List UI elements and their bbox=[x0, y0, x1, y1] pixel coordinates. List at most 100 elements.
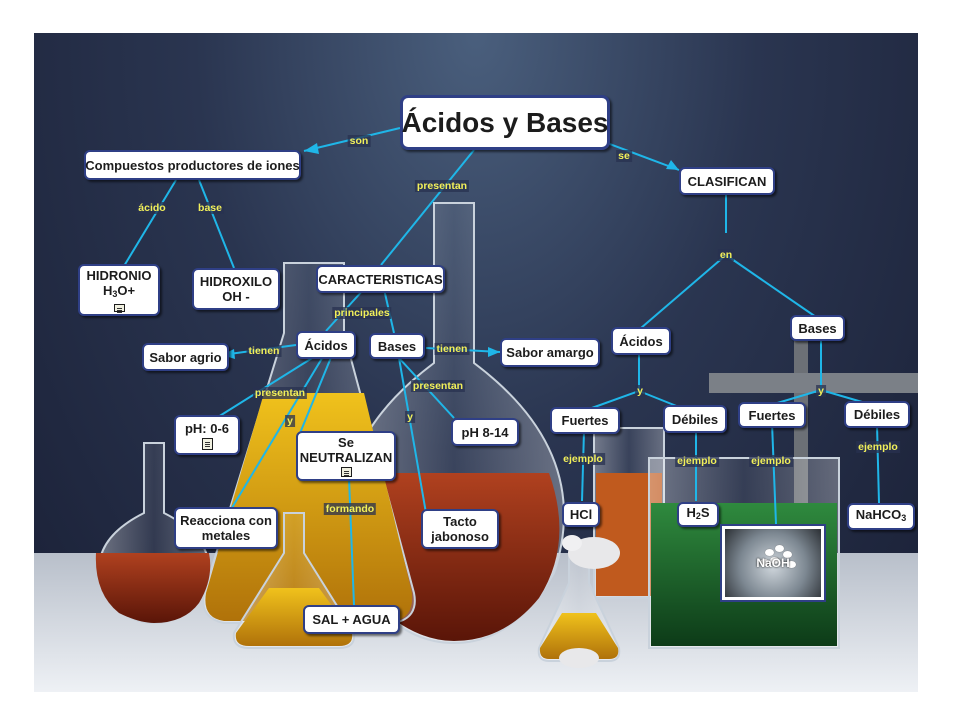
label-en: en bbox=[717, 249, 735, 261]
link-acidos-ph bbox=[217, 354, 318, 418]
label-presentan-right: presentan bbox=[410, 380, 466, 392]
label-ejemplo-hcl: ejemplo bbox=[561, 453, 605, 465]
arrow-sabor-amargo bbox=[488, 347, 500, 357]
node-acidos-clasificacion[interactable]: Ácidos bbox=[611, 327, 671, 355]
node-debiles-bases-text: Débiles bbox=[853, 407, 901, 422]
node-debiles-acidos-text: Débiles bbox=[671, 411, 719, 427]
pellet-icon bbox=[775, 545, 784, 552]
node-ph-bases[interactable]: pH 8-14 bbox=[451, 418, 519, 446]
label-acido: ácido bbox=[136, 202, 168, 214]
link-y-fuertes-a bbox=[588, 390, 640, 410]
label-presentan-left: presentan bbox=[252, 387, 308, 399]
node-hidroxilo[interactable]: HIDROXILO OH - bbox=[192, 268, 280, 310]
node-neutralizan-text-1: Se bbox=[338, 435, 354, 450]
node-acidos-caracteristicas-text: Ácidos bbox=[304, 337, 348, 353]
node-bases-clasificacion[interactable]: Bases bbox=[790, 315, 845, 341]
node-tacto[interactable]: Tacto jabonoso bbox=[421, 509, 499, 549]
node-fuertes-bases[interactable]: Fuertes bbox=[738, 402, 806, 428]
node-tacto-text-1: Tacto bbox=[443, 514, 477, 529]
nahco3-main: NaHCO bbox=[855, 507, 902, 522]
label-formando: formando bbox=[323, 503, 377, 515]
node-ph-acidos-text: pH: 0-6 bbox=[184, 420, 230, 436]
pellet-icon bbox=[783, 551, 792, 558]
node-sabor-amargo-text: Sabor amargo bbox=[506, 345, 594, 360]
label-presentan-top: presentan bbox=[414, 180, 470, 192]
node-title[interactable]: Ácidos y Bases bbox=[400, 95, 610, 150]
node-hidroxilo-text: HIDROXILO bbox=[199, 274, 273, 289]
label-son: son bbox=[347, 135, 371, 147]
node-clasifican[interactable]: CLASIFICAN bbox=[679, 167, 775, 195]
node-sal-agua[interactable]: SAL + AGUA bbox=[303, 605, 400, 634]
label-base: base bbox=[196, 202, 224, 214]
pellet-icon bbox=[787, 561, 796, 568]
pellet-icon bbox=[765, 549, 774, 556]
document-icon[interactable] bbox=[201, 437, 213, 450]
node-ph-bases-text: pH 8-14 bbox=[461, 424, 509, 440]
node-sabor-agrio[interactable]: Sabor agrio bbox=[142, 343, 229, 371]
node-fuertes-acidos[interactable]: Fuertes bbox=[550, 407, 620, 434]
node-debiles-bases[interactable]: Débiles bbox=[844, 401, 910, 428]
node-neutralizan-text-2: NEUTRALIZAN bbox=[299, 450, 393, 465]
node-acidos-caracteristicas[interactable]: Ácidos bbox=[296, 331, 356, 359]
h2s-s: S bbox=[700, 505, 710, 520]
link-neutral-sal bbox=[348, 477, 355, 606]
label-se: se bbox=[616, 150, 632, 162]
node-hidronio[interactable]: HIDRONIO H3O+ bbox=[78, 264, 160, 316]
node-bases-caracteristicas[interactable]: Bases bbox=[369, 333, 425, 359]
pellet-icon bbox=[770, 557, 779, 564]
link-title-caracteristicas bbox=[380, 149, 475, 266]
node-clasifican-text: CLASIFICAN bbox=[687, 173, 767, 189]
node-hidroxilo-formula: OH - bbox=[222, 289, 250, 304]
hidronio-o: O+ bbox=[117, 283, 136, 298]
link-en-bases bbox=[725, 254, 817, 318]
node-compuestos[interactable]: Compuestos productores de iones bbox=[84, 150, 301, 180]
node-ph-acidos[interactable]: pH: 0-6 bbox=[174, 415, 240, 455]
node-naoh-text: NaOH bbox=[756, 556, 790, 570]
node-reacciona[interactable]: Reacciona con metales bbox=[174, 507, 278, 549]
document-icon[interactable] bbox=[113, 304, 125, 312]
node-hidronio-text: HIDRONIO bbox=[86, 268, 152, 283]
node-fuertes-bases-text: Fuertes bbox=[748, 407, 796, 423]
node-nahco3[interactable]: NaHCO3 bbox=[847, 503, 915, 530]
node-h2s[interactable]: H2S bbox=[677, 502, 719, 527]
node-sal-agua-text: SAL + AGUA bbox=[312, 612, 391, 627]
node-reacciona-text-2: metales bbox=[201, 528, 251, 543]
naoh-pellets-image: NaOH bbox=[725, 529, 821, 597]
node-tacto-text-2: jabonoso bbox=[431, 529, 489, 544]
hidronio-subscript: 3 bbox=[112, 289, 118, 299]
node-neutralizan[interactable]: Se NEUTRALIZAN bbox=[296, 431, 396, 481]
link-compuestos-hidroxilo bbox=[198, 179, 235, 269]
node-reacciona-text-1: Reacciona con bbox=[180, 513, 272, 528]
node-sabor-agrio-text: Sabor agrio bbox=[149, 349, 222, 365]
node-acidos-clasificacion-text: Ácidos bbox=[619, 333, 663, 349]
stand-clamp bbox=[709, 373, 918, 393]
node-debiles-acidos[interactable]: Débiles bbox=[663, 405, 727, 433]
link-debiles-nahco3 bbox=[876, 424, 880, 504]
node-sabor-amargo[interactable]: Sabor amargo bbox=[500, 338, 600, 367]
lab-mouse-lower bbox=[559, 648, 599, 668]
link-acidos-neutral bbox=[297, 354, 333, 439]
hidronio-h: H bbox=[102, 283, 113, 298]
node-hcl[interactable]: HCl bbox=[562, 502, 600, 527]
link-fuertes-naoh bbox=[771, 422, 777, 525]
label-tienen-right: tienen bbox=[434, 343, 470, 355]
label-y-left: y bbox=[285, 415, 295, 427]
document-icon[interactable] bbox=[340, 467, 352, 477]
label-ejemplo-h2s: ejemplo bbox=[675, 455, 719, 467]
label-tienen-left: tienen bbox=[246, 345, 282, 357]
node-compuestos-text: Compuestos productores de iones bbox=[85, 157, 300, 173]
link-en-acidos bbox=[640, 254, 727, 329]
node-naoh-image[interactable]: NaOH bbox=[720, 524, 826, 602]
node-caracteristicas[interactable]: CARACTERISTICAS bbox=[316, 265, 445, 293]
pellet-icon bbox=[760, 559, 769, 566]
link-title-clasifican bbox=[598, 139, 680, 171]
label-y-bases: y bbox=[405, 411, 415, 423]
h2s-h: H bbox=[686, 505, 696, 520]
mouse-flask-liquid bbox=[539, 613, 619, 659]
small-red-liquid bbox=[95, 553, 211, 623]
arrow-compuestos bbox=[304, 143, 319, 154]
node-caracteristicas-text: CARACTERISTICAS bbox=[318, 271, 443, 287]
nahco3-subscript: 3 bbox=[901, 513, 907, 523]
link-compuestos-hidronio bbox=[123, 179, 177, 267]
node-h2s-formula: H2S bbox=[686, 505, 709, 524]
